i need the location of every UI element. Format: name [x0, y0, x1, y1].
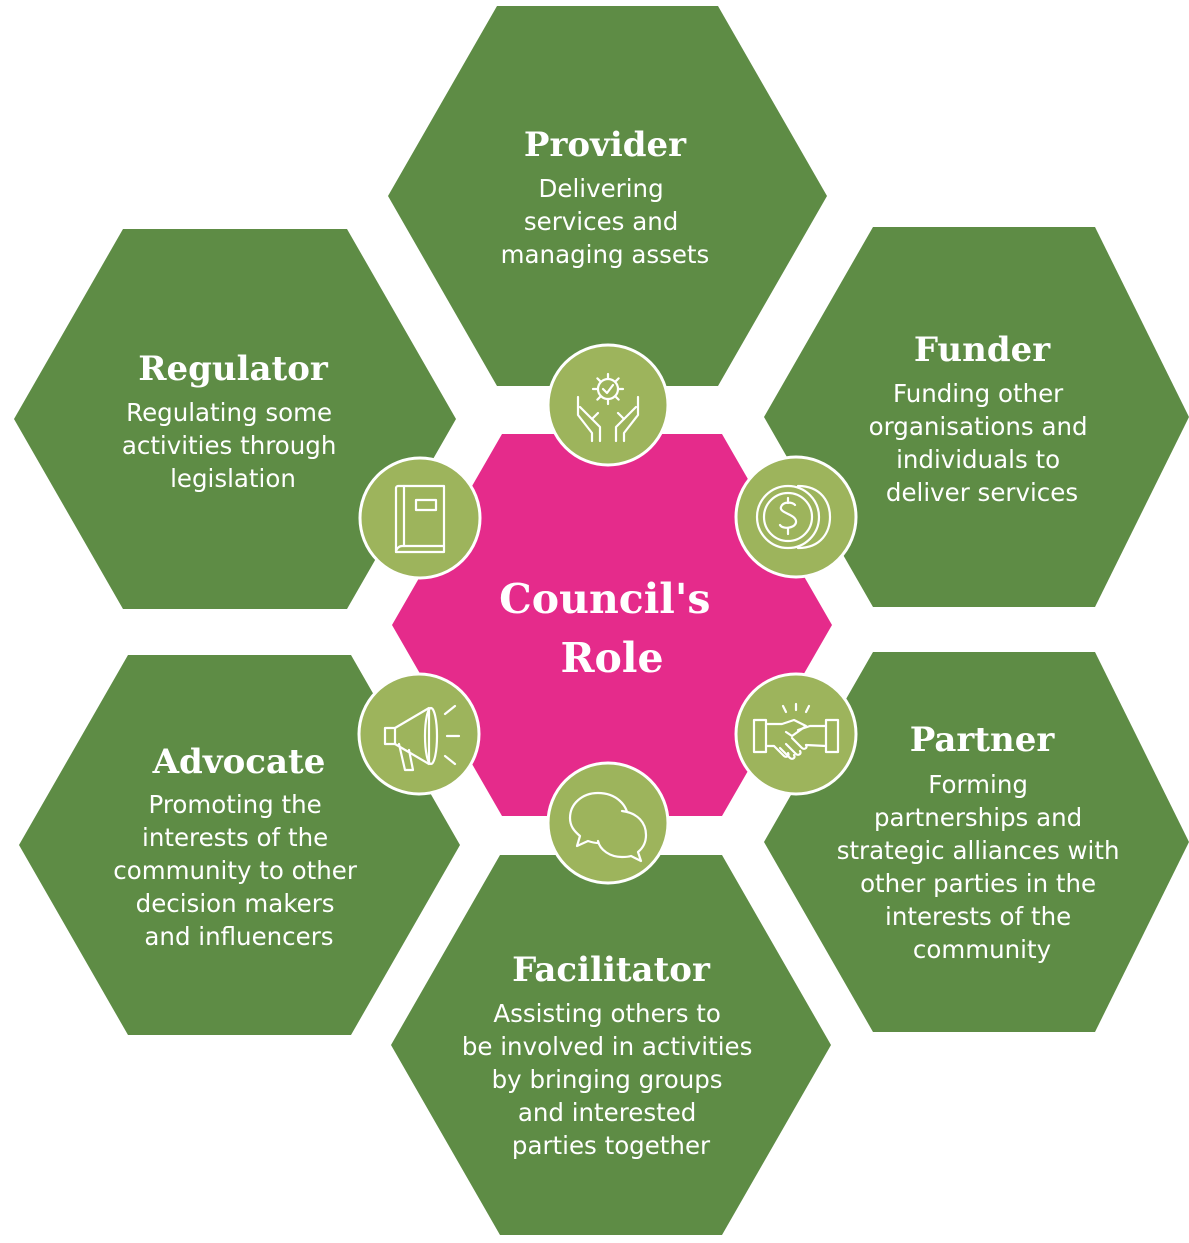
funder-description: Funding other organisations and individu…	[869, 379, 1096, 507]
provider-description: Delivering services and managing assets	[501, 174, 710, 269]
funder-description-line: deliver services	[886, 478, 1078, 507]
provider-title: Provider	[524, 125, 687, 165]
partner-description-line: other parties in the	[860, 869, 1096, 898]
provider-hexagon	[388, 6, 827, 386]
facilitator-title: Facilitator	[512, 950, 711, 990]
advocate-description: Promoting the interests of the community…	[113, 790, 364, 951]
advocate-description-line: decision makers	[136, 889, 335, 918]
handshake-icon	[734, 672, 858, 796]
facilitator-hexagon	[391, 855, 831, 1235]
facilitator-description: Assisting others to be involved in activ…	[462, 999, 760, 1160]
partner-description-line: Forming	[928, 770, 1028, 799]
facilitator-description-line: be involved in activities	[462, 1032, 753, 1061]
funder-title: Funder	[914, 330, 1051, 370]
partner-description-line: strategic alliances with	[837, 836, 1120, 865]
funder-description-line: organisations and	[869, 412, 1088, 441]
regulator-title: Regulator	[138, 349, 329, 389]
partner-description: Forming partnerships and strategic allia…	[837, 770, 1128, 964]
facilitator-description-line: Assisting others to	[493, 999, 721, 1028]
partner-description-line: partnerships and	[874, 803, 1082, 832]
advocate-hexagon	[19, 655, 460, 1035]
regulator-description-line: Regulating some	[126, 398, 332, 427]
facilitator-description-line: parties together	[512, 1131, 711, 1160]
provider-description-line: Delivering	[539, 174, 664, 203]
partner-description-line: interests of the	[885, 902, 1071, 931]
facilitator-description-line: and interested	[518, 1098, 697, 1127]
regulator-hexagon	[14, 229, 456, 609]
regulator-description: Regulating some activities through legis…	[122, 398, 344, 493]
provider-description-line: managing assets	[501, 240, 710, 269]
facilitator-description-line: by bringing groups	[492, 1065, 723, 1094]
regulator-description-line: legislation	[170, 464, 296, 493]
megaphone-icon	[357, 672, 481, 796]
hands-gear-icon	[546, 343, 670, 467]
center-title-line1: Council's	[499, 575, 710, 623]
center-title: Council's Role	[499, 575, 725, 682]
provider-description-line: services and	[524, 207, 678, 236]
partner-title: Partner	[910, 720, 1056, 760]
advocate-description-line: and influencers	[144, 922, 333, 951]
center-hexagon	[392, 434, 832, 816]
regulator-description-line: activities through	[122, 431, 337, 460]
funder-hexagon	[764, 227, 1189, 607]
partner-hexagon	[764, 652, 1189, 1032]
funder-description-line: Funding other	[893, 379, 1064, 408]
book-icon	[358, 456, 482, 580]
funder-description-line: individuals to	[896, 445, 1060, 474]
partner-description-line: community	[913, 935, 1051, 964]
center-title-line2: Role	[560, 634, 663, 682]
advocate-description-line: Promoting the	[148, 790, 321, 819]
advocate-description-line: community to other	[113, 856, 358, 885]
advocate-title: Advocate	[152, 742, 326, 782]
dollar-coin-icon	[734, 455, 858, 579]
speech-bubbles-icon	[546, 761, 670, 885]
advocate-description-line: interests of the	[142, 823, 328, 852]
